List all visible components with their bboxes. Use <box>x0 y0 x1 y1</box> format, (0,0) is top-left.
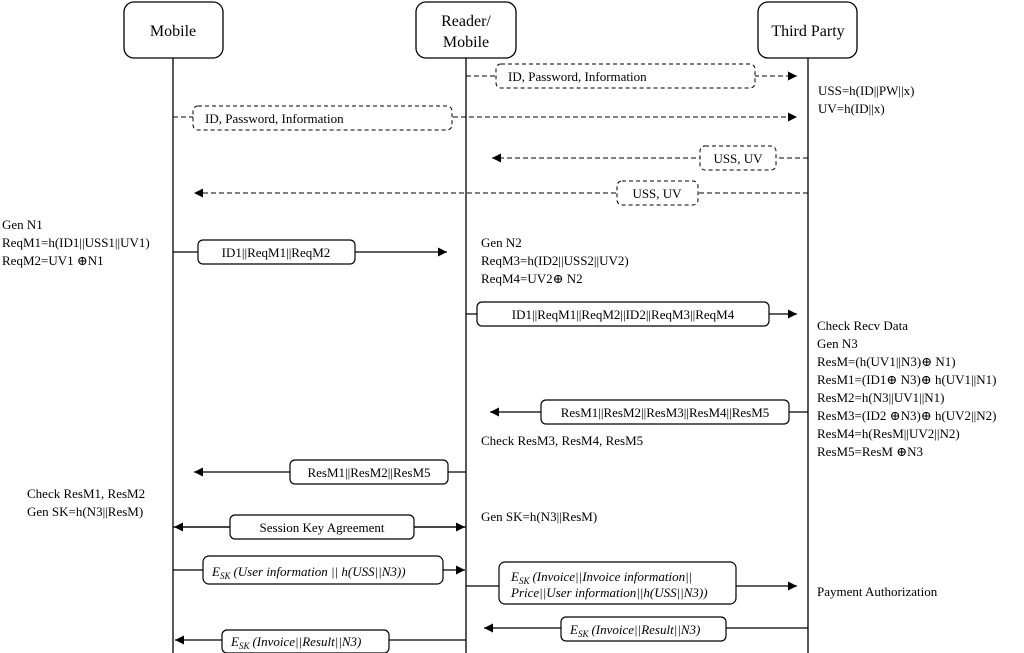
msg-enc-result-tp: ESK(Invoice||Result||N3) <box>484 616 808 642</box>
note-tp-check-line: ResM=(h(UV1||N3)⊕ N1) <box>817 354 956 369</box>
participant-third-party-label: Third Party <box>771 23 844 40</box>
participant-mobile: Mobile <box>123 1 224 59</box>
note-tp-check-line: ResM2=h(N3||UV1||N1) <box>817 390 945 405</box>
note-tp-check-line: Check Recv Data <box>817 318 908 333</box>
participant-third-party: Third Party <box>757 1 858 59</box>
participant-reader-label-line2: Mobile <box>443 34 489 51</box>
note-tp-check-line: ResM3=(ID2 ⊕N3)⊕ h(UV2||N2) <box>817 408 997 423</box>
msg-session-key-agreement: Session Key Agreement <box>173 514 466 540</box>
note-tp-check-line: ResM4=h(ResM||UV2||N2) <box>817 426 960 441</box>
note-mobile-gen-line: ReqM1=h(ID1||USS1||UV1) <box>2 235 150 250</box>
note-mobile-check-line: Gen SK=h(N3||ResM) <box>27 504 144 519</box>
msg-uss-uv-mobile: USS, UV <box>194 180 808 206</box>
note-uv: UV=h(ID||x) <box>818 101 885 116</box>
msg-uss-uv-mobile-label: USS, UV <box>632 186 682 201</box>
msg-enc-user-info: ESK(User information || h(USS||N3)) <box>173 555 465 585</box>
msg-m2-label: ID1||ReqM1||ReqM2||ID2||ReqM3||ReqM4 <box>512 307 735 322</box>
msg-enc-invoice-label-line1: ESK(Invoice||Invoice information|| <box>510 569 692 586</box>
msg-enc-user-info-label: ESK(User information || h(USS||N3)) <box>211 564 406 581</box>
note-mobile-gen: Gen N1 ReqM1=h(ID1||USS1||UV1) ReqM2=UV1… <box>2 216 150 270</box>
msg-enc-invoice: ESK(Invoice||Invoice information|| Price… <box>466 561 797 605</box>
msg-m4-label: ResM1||ResM2||ResM5 <box>307 465 430 480</box>
msg-m1: ID1||ReqM1||ReqM2 <box>173 239 447 265</box>
msg-register-mobile-label: ID, Password, Information <box>205 111 344 126</box>
msg-enc-invoice-label-line2: Price||User information||h(USS||N3)) <box>510 585 708 600</box>
note-reader-gen-line: Gen N2 <box>481 235 522 250</box>
note-reader-gen: Gen N2 ReqM3=h(ID2||USS2||UV2) ReqM4=UV2… <box>481 234 629 288</box>
msg-register-mobile: ID, Password, Information <box>173 105 797 131</box>
msg-m4: ResM1||ResM2||ResM5 <box>194 459 466 485</box>
note-tp-check-line: ResM5=ResM ⊕N3 <box>817 444 923 459</box>
note-reader-sk: Gen SK=h(N3||ResM) <box>481 509 598 524</box>
msg-uss-uv-reader-label: USS, UV <box>713 151 763 166</box>
msg-m1-label: ID1||ReqM1||ReqM2 <box>222 245 331 260</box>
msg-enc-result-mobile-label: ESK(Invoice||Result||N3) <box>230 634 361 651</box>
note-uss: USS=h(ID||PW||x) <box>818 83 915 98</box>
participant-reader-label-line1: Reader/ <box>441 13 491 30</box>
msg-register-reader-label: ID, Password, Information <box>508 69 647 84</box>
note-mobile-gen-line: ReqM2=UV1 ⊕N1 <box>2 253 104 268</box>
note-mobile-check: Check ResM1, ResM2 Gen SK=h(N3||ResM) <box>27 485 145 521</box>
note-payment-authorization: Payment Authorization <box>817 584 938 599</box>
note-third-party-registration: USS=h(ID||PW||x) UV=h(ID||x) <box>818 82 914 118</box>
note-reader-gen-line: ReqM3=h(ID2||USS2||UV2) <box>481 253 629 268</box>
participant-mobile-label: Mobile <box>150 23 196 40</box>
note-tp-check-line: ResM1=(ID1⊕ N3)⊕ h(UV1||N1) <box>817 372 997 387</box>
note-reader-check: Check ResM3, ResM4, ResM5 <box>481 433 644 448</box>
msg-m3-label: ResM1||ResM2||ResM3||ResM4||ResM5 <box>561 405 770 420</box>
note-third-party-check: Check Recv Data Gen N3 ResM=(h(UV1||N3)⊕… <box>817 317 996 461</box>
note-reader-gen-line: ReqM4=UV2⊕ N2 <box>481 271 583 286</box>
note-mobile-gen-line: Gen N1 <box>2 217 43 232</box>
msg-enc-result-tp-label: ESK(Invoice||Result||N3) <box>569 622 700 639</box>
msg-m3: ResM1||ResM2||ResM3||ResM4||ResM5 <box>490 399 808 425</box>
participant-reader: Reader/ Mobile <box>415 1 517 59</box>
note-mobile-check-line: Check ResM1, ResM2 <box>27 486 146 501</box>
msg-session-key-agreement-label: Session Key Agreement <box>260 520 385 535</box>
note-tp-check-line: Gen N3 <box>817 336 858 351</box>
msg-uss-uv-reader: USS, UV <box>492 145 808 171</box>
msg-register-reader: ID, Password, Information <box>466 63 797 89</box>
msg-m2: ID1||ReqM1||ReqM2||ID2||ReqM3||ReqM4 <box>466 301 797 327</box>
msg-enc-result-mobile: ESK(Invoice||Result||N3) <box>175 629 466 653</box>
